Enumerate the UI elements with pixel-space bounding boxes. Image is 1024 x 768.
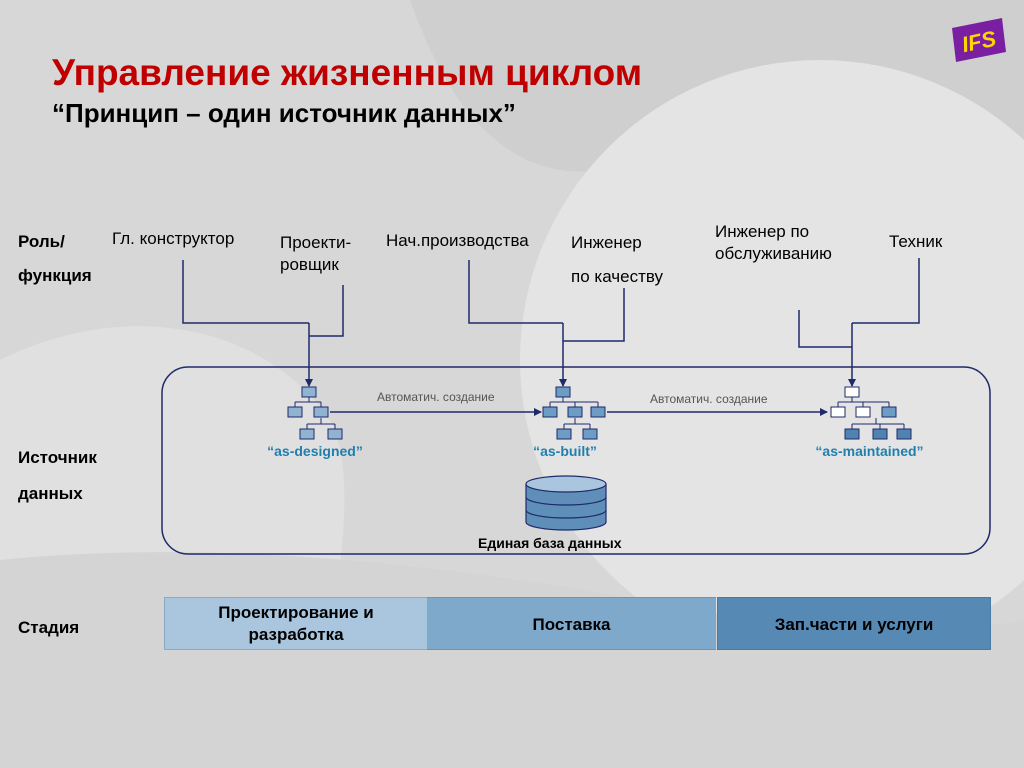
- role-quality-line2: по качеству: [571, 267, 664, 286]
- role-production-head: Нач.производства: [386, 231, 529, 250]
- tree-as-designed-icon: [287, 386, 343, 440]
- stage-design: Проектирование и разработка: [164, 597, 428, 650]
- role-designer-line2: ровщик: [280, 255, 339, 274]
- connector-production: [468, 260, 625, 387]
- page-title: Управление жизненным циклом: [52, 52, 643, 93]
- role-chief-designer: Гл. конструктор: [112, 229, 235, 248]
- stage-design-line1: Проектирование и: [218, 602, 374, 622]
- stage-supply-label: Поставка: [532, 615, 611, 634]
- role-quality-line1: Инженер: [571, 233, 642, 252]
- version-as-maintained: “as-maintained”: [815, 443, 924, 459]
- role-service-line2: обслуживанию: [715, 244, 832, 263]
- row-label-function: функция: [18, 266, 92, 285]
- ifs-logo: IFS: [952, 18, 1006, 62]
- stage-supply: Поставка: [427, 597, 716, 650]
- role-technician: Техник: [889, 232, 943, 251]
- tree-as-maintained-icon: [830, 386, 912, 440]
- auto-create-label-2: Автоматич. создание: [650, 392, 768, 406]
- connector-designers: [182, 260, 344, 387]
- page-subtitle: “Принцип – один источник данных”: [52, 98, 516, 128]
- row-label-source: Источник: [18, 448, 97, 467]
- stage-parts: Зап.части и услуги: [717, 597, 991, 650]
- tree-as-built-icon: [542, 386, 606, 440]
- stage-design-line2: разработка: [248, 624, 344, 644]
- auto-create-label-1: Автоматич. создание: [377, 390, 495, 404]
- database-icon: [525, 475, 607, 531]
- stage-parts-label: Зап.части и услуги: [774, 615, 934, 634]
- role-designer-line1: Проекти-: [280, 233, 352, 252]
- connector-service: [798, 258, 920, 387]
- row-label-stage: Стадия: [18, 618, 80, 637]
- version-as-designed: “as-designed”: [267, 443, 363, 459]
- row-label-role: Роль/: [18, 232, 65, 251]
- data-source-container: [161, 366, 991, 555]
- role-service-line1: Инженер по: [715, 222, 810, 241]
- database-caption: Единая база данных: [478, 535, 622, 551]
- version-as-built: “as-built”: [533, 443, 597, 459]
- row-label-data: данных: [18, 484, 83, 503]
